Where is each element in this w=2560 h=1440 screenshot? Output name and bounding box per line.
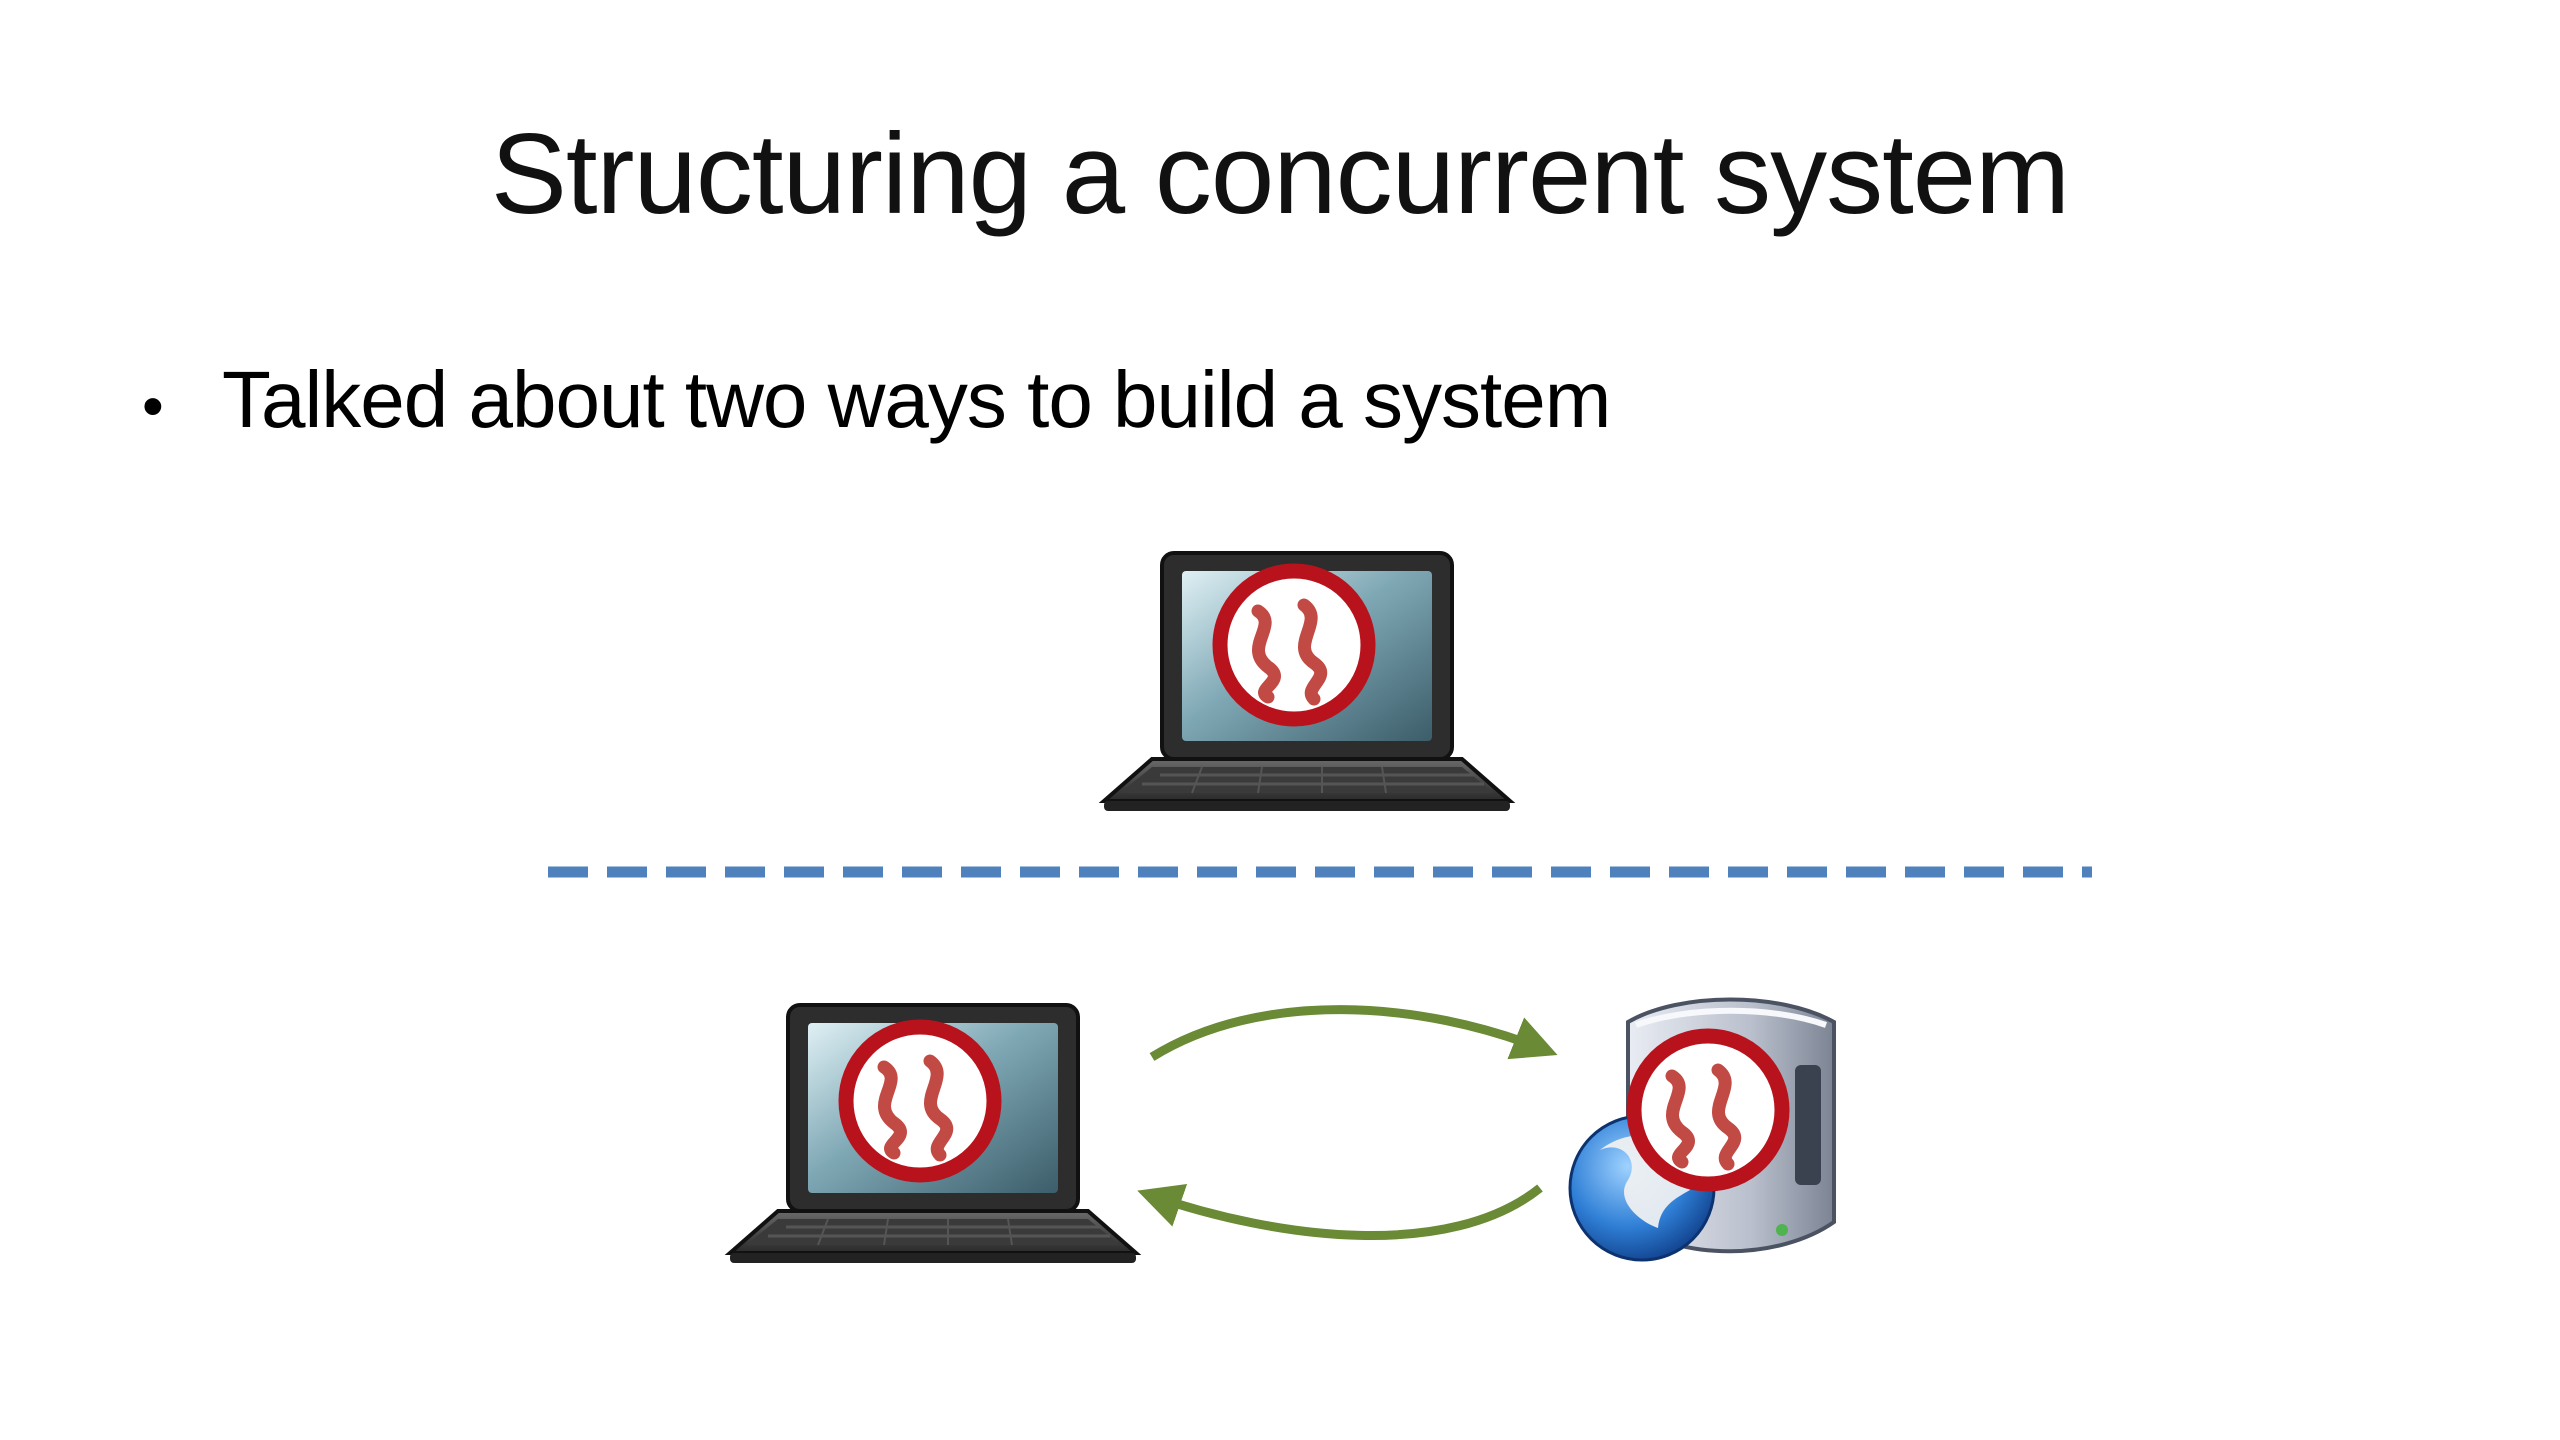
laptop-icon [728, 1003, 1138, 1265]
bullet-text: Talked about two ways to build a system [222, 355, 1611, 444]
response-arrow [1137, 1184, 1543, 1241]
server-globe-icon [1568, 997, 1836, 1262]
request-arrow [1149, 1005, 1558, 1061]
laptop-icon [1102, 551, 1512, 813]
bullet-dot: • [142, 372, 164, 441]
slide-title: Structuring a concurrent system [490, 111, 2070, 238]
bullet-item: • Talked about two ways to build a syste… [142, 355, 1611, 444]
